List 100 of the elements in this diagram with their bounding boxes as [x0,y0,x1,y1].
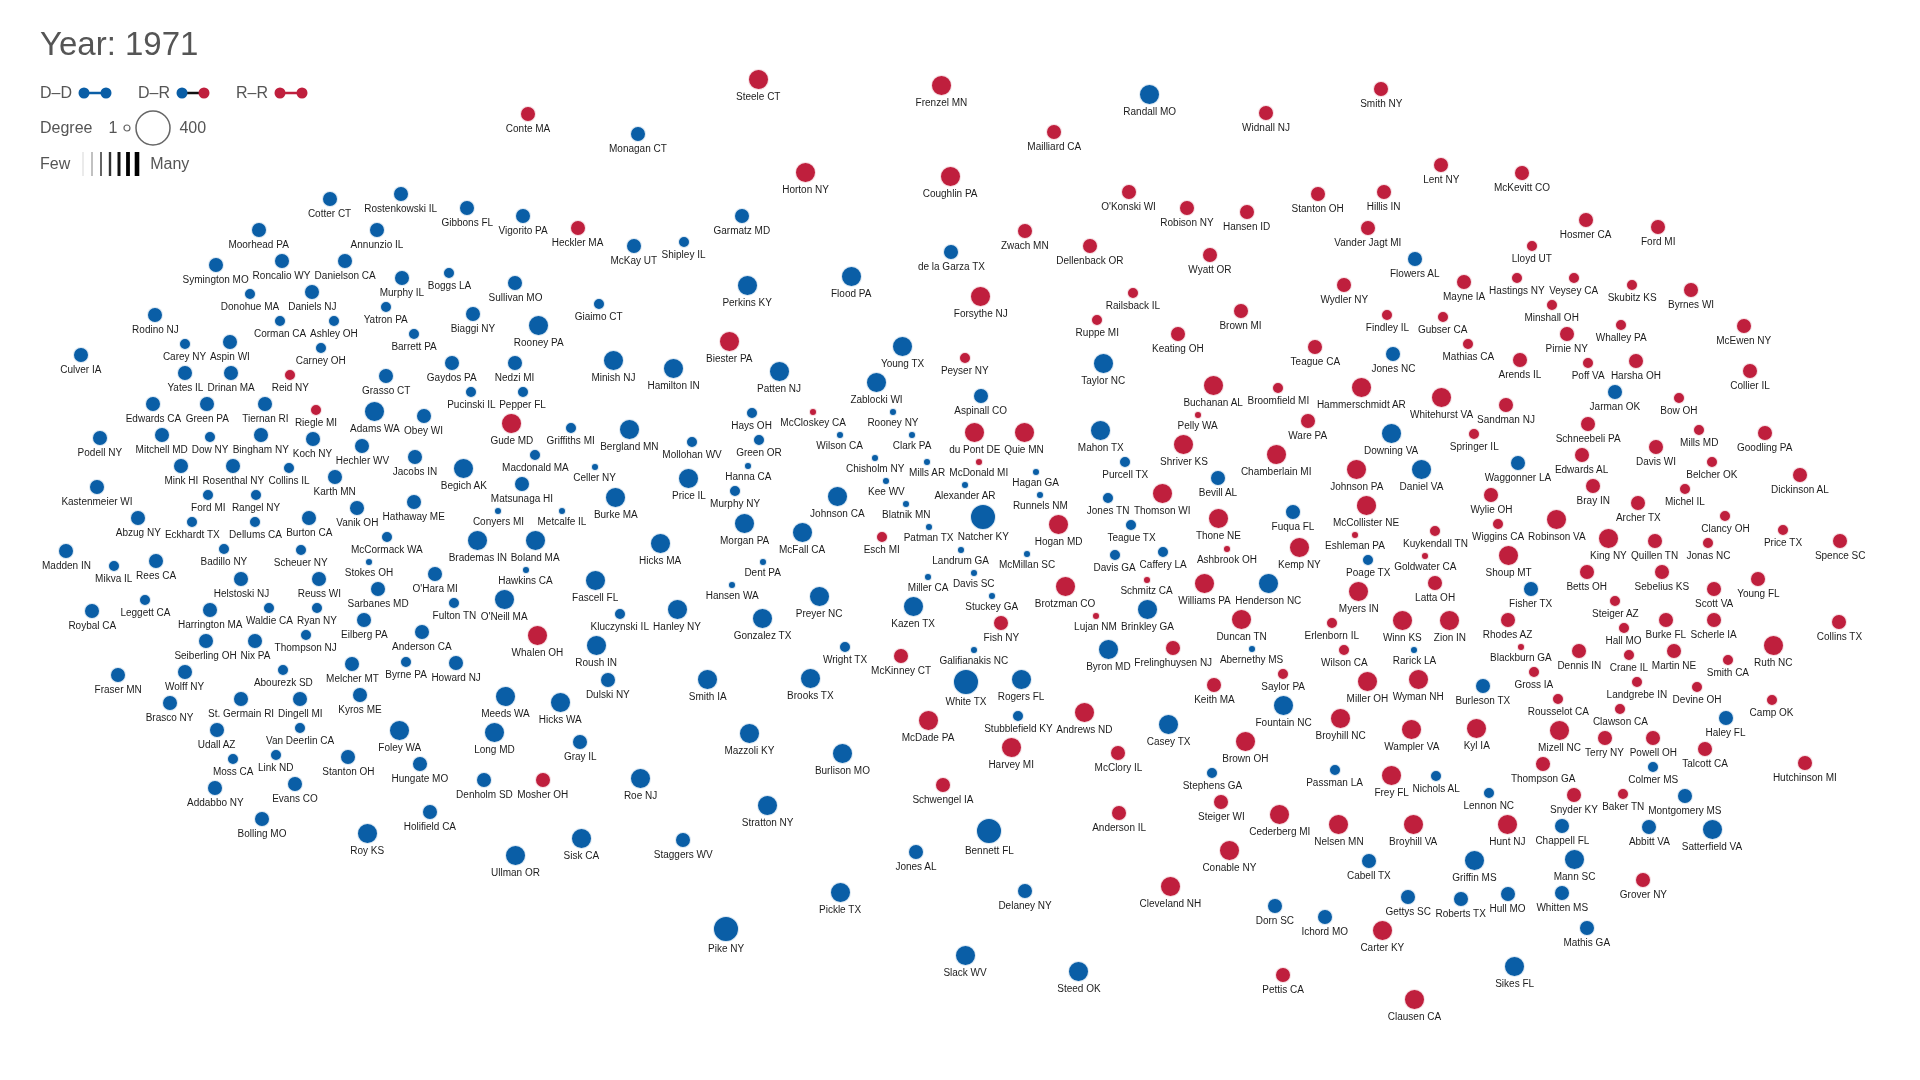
node-label: Dellums CA [229,529,282,542]
node-label: Aspinall CO [954,404,1008,417]
node-label: Morgan PA [720,535,770,548]
node-label: McCormack WA [350,544,423,556]
node-label: Chamberlain MI [1240,466,1312,479]
node-label: Grasso CT [362,385,411,398]
node-label: Spence SC [1814,550,1866,563]
node-label: Symington MO [182,274,249,287]
node-label: Lujan NM [1074,620,1117,633]
node-label: Abourezk SD [253,676,313,689]
node-label: Obey WI [404,425,443,438]
node-label: Eshleman PA [1325,540,1385,553]
node-label: Young TX [880,357,925,370]
node-label: Keith MA [1194,694,1235,707]
node-label: Miller OH [1346,693,1389,706]
node-label: Davis SC [952,577,995,590]
node-label: Horton NY [782,184,829,197]
node-label: Yates IL [167,382,204,395]
node-label: Snyder KY [1550,803,1598,816]
node-label: Abernethy MS [1219,654,1284,667]
node-label: Brasco NY [145,711,194,724]
node-label: Collier IL [1730,380,1770,392]
node-label: Randall MO [1123,105,1177,118]
node-label: Ullman OR [491,867,540,880]
node-label: Hicks WA [538,714,582,727]
node-label: Smith CA [1706,666,1750,679]
node-label: Hanley NY [653,621,701,634]
node-label: Arends IL [1498,369,1542,381]
node-label: McDade PA [901,731,955,744]
node-label: Stubblefield KY [984,722,1053,735]
node-label: Clark PA [892,439,932,452]
node-label: Smith IA [688,691,727,704]
node-label: Chappell FL [1535,834,1590,847]
node-label: Teague CA [1290,355,1341,368]
node-label: Thompson GA [1510,772,1576,785]
node-label: Gross IA [1514,678,1554,691]
node-label: Carter KY [1360,941,1405,954]
node-label: Ryan NY [297,614,337,627]
node-label: Stratton NY [741,817,794,830]
node-label: Henderson NC [1235,595,1302,608]
node-label: Green PA [185,413,229,426]
node-label: du Pont DE [949,444,1001,457]
node-label: Talcott CA [1682,758,1728,771]
node-label: Casey TX [1146,735,1191,748]
node-label: Caffery LA [1139,559,1187,572]
node-label: Stokes OH [344,567,394,579]
node-label: Camp OK [1749,707,1794,720]
node-label: Hicks MA [639,555,682,568]
node-label: Chisholm NY [846,462,905,475]
node-label: Jarman OK [1589,401,1641,414]
node-label: Addabbo NY [187,796,244,809]
node-label: Monagan CT [609,142,667,155]
node-label: Rangel NY [231,502,281,515]
node-label: Minish NJ [591,371,636,384]
node-label: Ware PA [1288,430,1328,443]
node-label: Hechler WV [335,455,390,467]
node-label: Yatron PA [363,313,408,326]
node-label: Biaggi NY [450,323,496,336]
node-label: Gaydos PA [426,371,477,384]
node-label: Hansen WA [705,589,759,602]
node-label: McEwen NY [1716,334,1772,347]
node-label: Devine OH [1672,693,1722,706]
node-label: Duncan TN [1216,631,1267,644]
node-label: Stephens GA [1182,780,1243,793]
node-label: Conte MA [505,122,551,135]
node-label: Hastings NY [1489,285,1545,298]
node-label: Steiger WI [1198,811,1245,824]
node-label: Long MD [474,744,515,757]
node-label: Denholm SD [456,789,513,802]
node-label: Burton CA [286,526,333,539]
node-label: Bevill AL [1198,487,1238,499]
legend-label: D–D [40,83,72,103]
node-label: Galifianakis NC [939,654,1009,667]
node-label: Daniel VA [1399,480,1444,493]
node-label: Podell NY [77,447,123,460]
node-label: Zablocki WI [850,393,903,406]
node-label: Widnall NJ [1242,121,1290,134]
node-label: King NY [1590,549,1627,562]
node-label: Terry NY [1585,746,1624,759]
node-label: Poff VA [1571,370,1605,383]
node-label: Culver IA [60,364,102,377]
node-label: Bingham NY [232,444,289,457]
node-label: Biester PA [706,353,753,366]
node-label: Cotter CT [307,208,352,221]
node-label: Landgrebe IN [1606,688,1668,701]
node-label: Haley FL [1705,727,1746,740]
node-label: St. Germain RI [208,707,275,720]
node-label: Blackburn GA [1490,651,1552,664]
node-label: Shoup MT [1485,566,1532,579]
node-label: Flood PA [831,288,872,301]
node-label: Price IL [672,490,706,503]
node-label: Garmatz MD [713,224,771,237]
node-label: Whalen OH [511,647,564,660]
node-label: Dingell MI [278,707,323,720]
node-label: Kazen TX [891,618,936,631]
node-label: McClory IL [1094,762,1143,775]
node-label: Pickle TX [819,904,862,917]
node-label: Lent NY [1423,174,1460,187]
node-label: Boland MA [510,552,560,565]
node-label: Thompson NJ [274,641,337,654]
